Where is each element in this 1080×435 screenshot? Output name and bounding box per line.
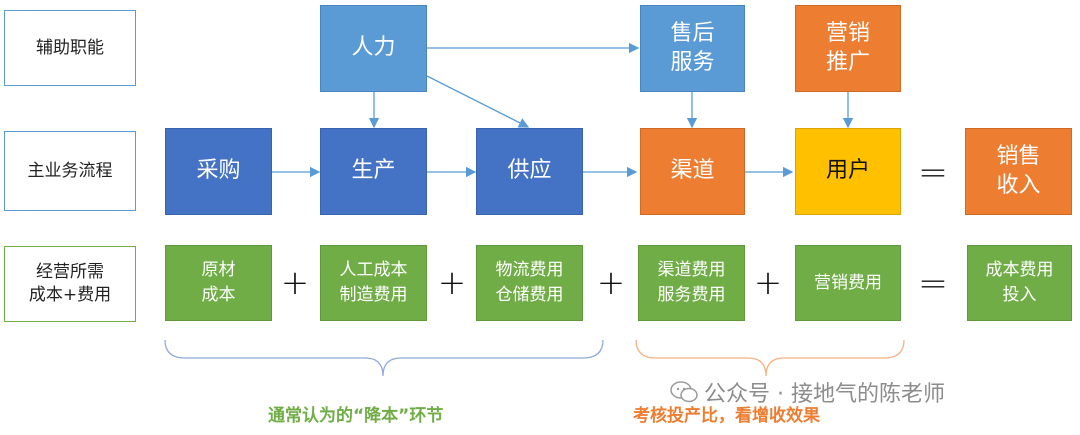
node-channel: 渠道 xyxy=(640,128,745,215)
equals-sign-cost: = xyxy=(917,262,949,304)
node-marketing-cost: 营销费用 xyxy=(795,245,901,321)
arrow-hr-supply xyxy=(426,75,530,128)
node-hr: 人力 xyxy=(320,5,427,92)
node-revenue: 销售 收入 xyxy=(965,128,1072,215)
node-after-sales: 售后 服务 xyxy=(640,5,745,92)
node-supply: 供应 xyxy=(476,128,583,215)
node-logistics-cost: 物流费用 仓储费用 xyxy=(476,245,583,321)
brace-cost-reduction xyxy=(164,339,604,377)
plus-sign-4: + xyxy=(753,263,783,303)
row-label-cost: 经营所需 成本+费用 xyxy=(4,246,136,322)
plus-sign-1: + xyxy=(280,263,310,303)
node-channel-cost: 渠道费用 服务费用 xyxy=(638,245,745,321)
row-label-support: 辅助职能 xyxy=(4,10,136,86)
caption-cost-reduction: 通常认为的“降本”环节 xyxy=(268,406,444,426)
node-purchase: 采购 xyxy=(165,128,272,215)
plus-sign-2: + xyxy=(437,263,467,303)
plus-sign-3: + xyxy=(596,263,626,303)
node-production: 生产 xyxy=(320,128,427,215)
node-total-cost: 成本费用 投入 xyxy=(967,245,1072,321)
row-label-main-process: 主业务流程 xyxy=(4,131,136,211)
node-user: 用户 xyxy=(795,128,901,215)
equals-sign-main: = xyxy=(917,151,949,193)
wechat-icon xyxy=(670,381,698,403)
caption-roi: 考核投产比，看增收效果 xyxy=(633,406,820,426)
node-raw-material-cost: 原材 成本 xyxy=(165,245,272,321)
brace-roi xyxy=(635,339,905,377)
watermark-text: 公众号 · 接地气的陈老师 xyxy=(704,382,945,407)
watermark: 公众号 · 接地气的陈老师 xyxy=(670,376,945,408)
node-manufacture-cost: 人工成本 制造费用 xyxy=(320,245,427,321)
node-marketing: 营销 推广 xyxy=(795,5,901,92)
